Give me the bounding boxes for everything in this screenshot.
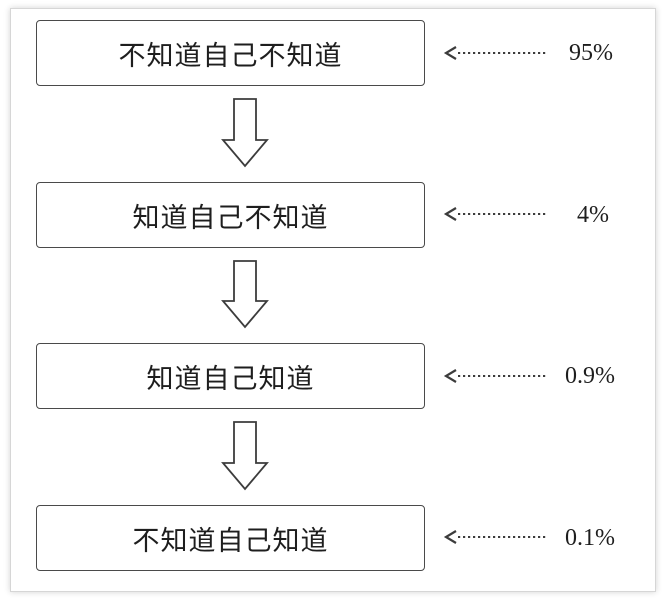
level-percent-4: 0.1% <box>565 525 615 551</box>
level-percent-1: 95% <box>569 40 613 66</box>
level-percent-2: 4% <box>577 202 609 228</box>
dotted-left-arrow-icon <box>443 530 548 544</box>
diagram-frame <box>10 8 656 592</box>
level-label-3: 知道自己知道 <box>146 363 315 395</box>
level-label-4: 不知道自己知道 <box>132 525 329 557</box>
level-label-1: 不知道自己不知道 <box>118 40 343 72</box>
dotted-left-arrow-icon <box>443 207 548 221</box>
hollow-down-arrow-icon <box>221 421 269 491</box>
hollow-down-arrow-icon <box>221 98 269 168</box>
level-box-1: 不知道自己不知道 <box>36 20 425 86</box>
level-label-2: 知道自己不知道 <box>132 202 329 234</box>
level-percent-3: 0.9% <box>565 363 615 389</box>
level-box-3: 知道自己知道 <box>36 343 425 409</box>
dotted-left-arrow-icon <box>443 46 548 60</box>
dotted-left-arrow-icon <box>443 369 548 383</box>
level-box-4: 不知道自己知道 <box>36 505 425 571</box>
level-box-2: 知道自己不知道 <box>36 182 425 248</box>
hollow-down-arrow-icon <box>221 260 269 329</box>
